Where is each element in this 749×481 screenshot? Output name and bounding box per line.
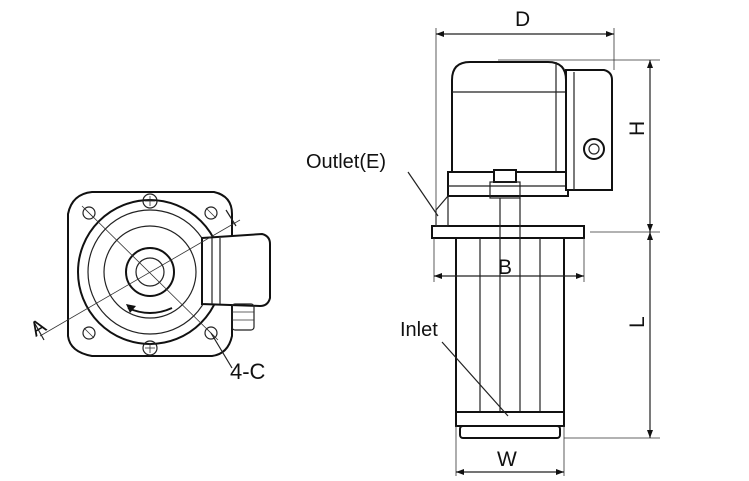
side-view-pump-housing [455, 411, 565, 427]
dim-h-label: H [626, 121, 649, 136]
holes-leader [210, 332, 233, 369]
dim-b-label: B [498, 256, 512, 279]
top-view-motor-ring [103, 225, 197, 319]
holes-label: 4-C [230, 359, 266, 384]
side-view-inlet-base [459, 425, 561, 439]
dim-w-label: W [497, 448, 517, 471]
side-view-column [455, 237, 565, 413]
side-view-cable-gland [583, 138, 605, 160]
top-view: A 4-C [26, 191, 271, 384]
top-view-terminal-box [201, 232, 271, 308]
dim-l-label: L [626, 316, 649, 328]
side-view: Outlet(E) Inlet D H B L [306, 8, 660, 476]
side-view-outlet-fitting [493, 169, 517, 183]
mounting-hole [204, 206, 218, 220]
top-view-outlet-inner [135, 257, 165, 287]
top-view-cable-gland [231, 303, 255, 331]
screw-icon [142, 193, 158, 209]
diagonal-centerline [81, 205, 219, 341]
inlet-leader [441, 341, 509, 417]
screw-icon [142, 340, 158, 356]
dim-d-label: D [515, 8, 530, 31]
top-view-outlet-outer [125, 247, 175, 297]
side-view-terminal-box [565, 69, 613, 191]
side-view-flange [431, 225, 585, 239]
side-view-motor [451, 61, 567, 173]
outlet-leader [407, 171, 439, 217]
dim-a-label: A [26, 314, 50, 341]
inlet-label: Inlet [400, 319, 438, 341]
mounting-hole [82, 326, 96, 340]
outlet-label: Outlet(E) [306, 151, 386, 173]
diagonal-centerline [39, 219, 241, 337]
rotation-arrow-head [126, 304, 136, 313]
